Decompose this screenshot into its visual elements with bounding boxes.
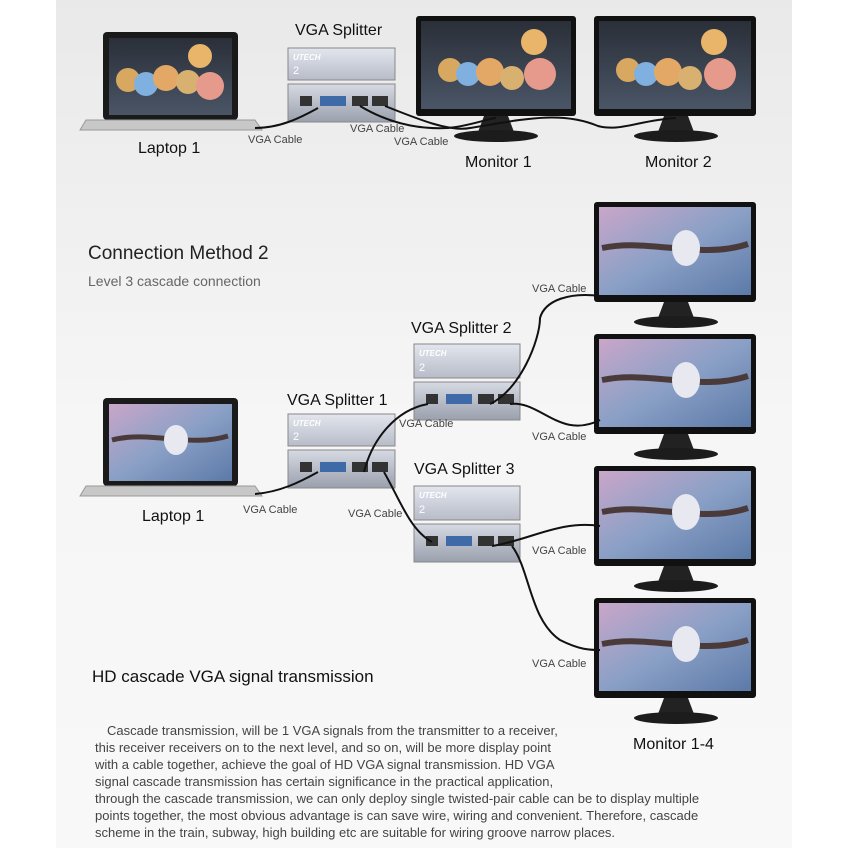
- vga-splitter-top: UTECH 2: [287, 47, 396, 123]
- monitor-m2-3: [594, 466, 756, 592]
- monitor-m2-4: [594, 598, 756, 724]
- monitor-2-top: [594, 16, 756, 142]
- svg-text:UTECH: UTECH: [293, 419, 321, 428]
- method-2-title: Connection Method 2: [88, 243, 269, 264]
- vga-splitter-3: UTECH 2: [413, 485, 521, 563]
- vga-splitter-3-label: VGA Splitter 3: [414, 461, 515, 478]
- monitors-1-4-label: Monitor 1-4: [633, 736, 714, 753]
- description-title: HD cascade VGA signal transmission: [92, 667, 374, 686]
- vga-splitter-2: UTECH 2: [413, 343, 521, 421]
- svg-text:2: 2: [293, 431, 299, 443]
- svg-text:UTECH: UTECH: [419, 491, 447, 500]
- cables-top: [254, 105, 677, 130]
- vga-splitter-1: UTECH 2: [287, 413, 396, 489]
- cable-label: VGA Cable: [532, 283, 587, 295]
- cable-label: VGA Cable: [348, 508, 403, 520]
- monitor-m2-1: [594, 202, 756, 328]
- svg-text:2: 2: [293, 65, 299, 77]
- cable-label: VGA Cable: [532, 545, 587, 557]
- monitor-m2-2: [594, 334, 756, 460]
- monitor-1-top: [416, 16, 576, 142]
- vga-splitter-label: VGA Splitter: [295, 22, 383, 39]
- laptop-1-label-method2: Laptop 1: [142, 508, 205, 525]
- description-body: Cascade transmission, will be 1 VGA sign…: [95, 723, 700, 840]
- cable-label: VGA Cable: [399, 418, 454, 430]
- monitor-1-label: Monitor 1: [465, 154, 532, 171]
- method-2-subtitle: Level 3 cascade connection: [88, 273, 261, 289]
- cables-method2: [254, 294, 601, 651]
- svg-text:UTECH: UTECH: [293, 53, 321, 62]
- svg-text:UTECH: UTECH: [419, 349, 447, 358]
- cable-label: VGA Cable: [243, 504, 298, 516]
- cable-label: VGA Cable: [248, 134, 303, 146]
- monitor-2-label: Monitor 2: [645, 154, 712, 171]
- svg-text:2: 2: [419, 504, 425, 516]
- cable-label: VGA Cable: [394, 136, 449, 148]
- laptop-method2: [79, 398, 263, 497]
- vga-splitter-2-label: VGA Splitter 2: [411, 320, 512, 337]
- laptop-1-label-top: Laptop 1: [138, 140, 201, 157]
- laptop-top: [79, 32, 263, 131]
- cable-label: VGA Cable: [350, 123, 405, 135]
- cable-label: VGA Cable: [532, 658, 587, 670]
- cable-label: VGA Cable: [532, 431, 587, 443]
- vga-splitter-1-label: VGA Splitter 1: [287, 392, 388, 409]
- svg-text:2: 2: [419, 362, 425, 374]
